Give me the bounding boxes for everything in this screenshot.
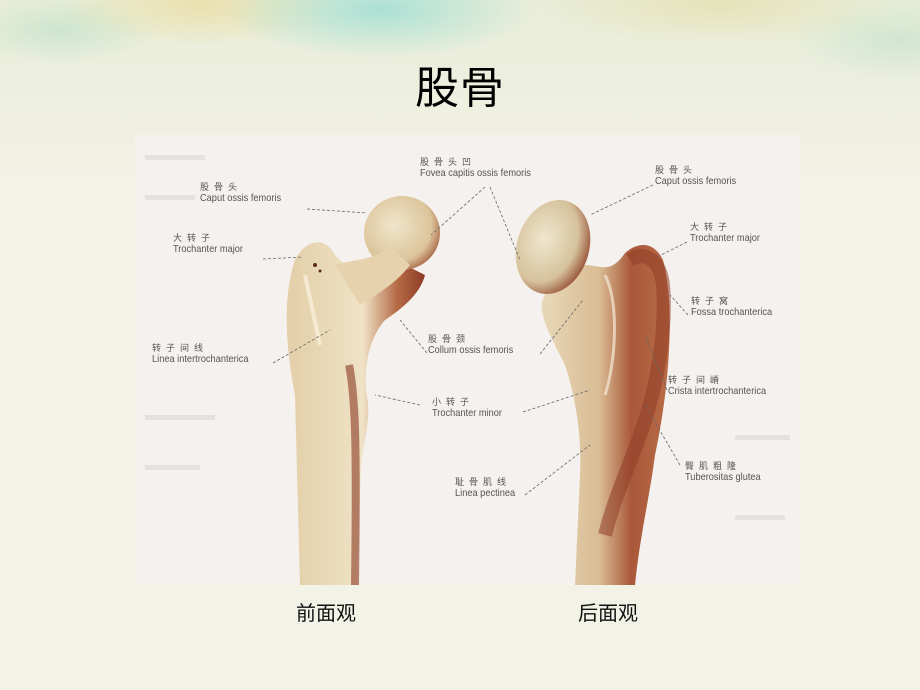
femur-illustration [145, 155, 790, 585]
label-collum-ossis-femoris: 股骨颈 Collum ossis femoris [428, 334, 514, 357]
slide-title: 股骨 [415, 63, 505, 114]
label-crista-intertrochanterica: 转子间嵴 Crista intertrochanterica [668, 375, 767, 398]
label-linea-intertrochanterica: 转子间线 Linea intertrochanterica [152, 343, 249, 366]
label-fossa-trochanterica: 转子窝 Fossa trochanterica [691, 296, 773, 319]
label-trochanter-major-anterior: 大转子 Trochanter major [173, 233, 244, 256]
femur-posterior [515, 200, 671, 585]
label-trochanter-minor: 小转子 Trochanter minor [432, 397, 503, 420]
label-fovea-capitis: 股骨头凹 Fovea capitis ossis femoris [420, 157, 531, 180]
caption-back-view: 后面观 [578, 601, 638, 625]
label-trochanter-major-posterior: 大转子 Trochanter major [690, 222, 761, 245]
label-caput-ossis-femoris-posterior: 股骨头 Caput ossis femoris [655, 165, 737, 188]
label-linea-pectinea: 耻骨肌线 Linea pectinea [455, 477, 516, 500]
femur-anatomy-figure: 股骨头 Caput ossis femoris 大转子 Trochanter m… [135, 135, 800, 585]
label-tuberositas-glutea: 臀肌粗隆 Tuberositas glutea [685, 461, 761, 484]
caption-front-view: 前面观 [296, 601, 356, 625]
femur-anterior [286, 196, 440, 585]
label-caput-ossis-femoris-anterior: 股骨头 Caput ossis femoris [200, 182, 282, 205]
